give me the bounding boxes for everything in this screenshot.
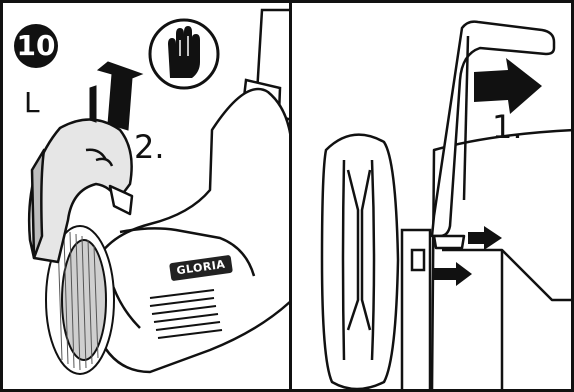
guard-label: L	[24, 86, 40, 119]
shaft	[402, 230, 430, 392]
step-1-label: 1.	[492, 108, 523, 146]
left-panel: 10 L 2. GLORIA	[0, 0, 292, 392]
glove-icon	[150, 20, 218, 88]
step-number-badge: 10	[14, 24, 58, 68]
arrow-right-icon	[474, 58, 542, 114]
right-illustration	[292, 0, 574, 392]
right-panel: 1.	[292, 0, 574, 392]
disc-side	[322, 135, 398, 389]
step-2-label: 2.	[134, 128, 165, 166]
